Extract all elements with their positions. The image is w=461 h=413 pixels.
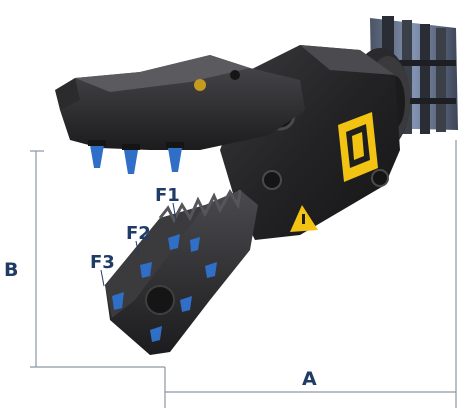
dimension-b-label: B (4, 259, 18, 281)
dimension-lines (30, 140, 457, 408)
dimension-a-label: A (302, 368, 317, 390)
force-point-f1: F1 (155, 185, 180, 206)
upper-teeth (88, 140, 184, 174)
upper-jaw (55, 55, 305, 174)
brand-sticker-icon (338, 112, 378, 182)
force-point-leaders (100, 202, 177, 287)
lower-teeth (112, 234, 217, 342)
force-point-f3: F3 (90, 252, 115, 273)
lower-jaw (105, 189, 258, 355)
warning-triangle-icon (290, 205, 318, 232)
force-point-f2: F2 (126, 223, 151, 244)
